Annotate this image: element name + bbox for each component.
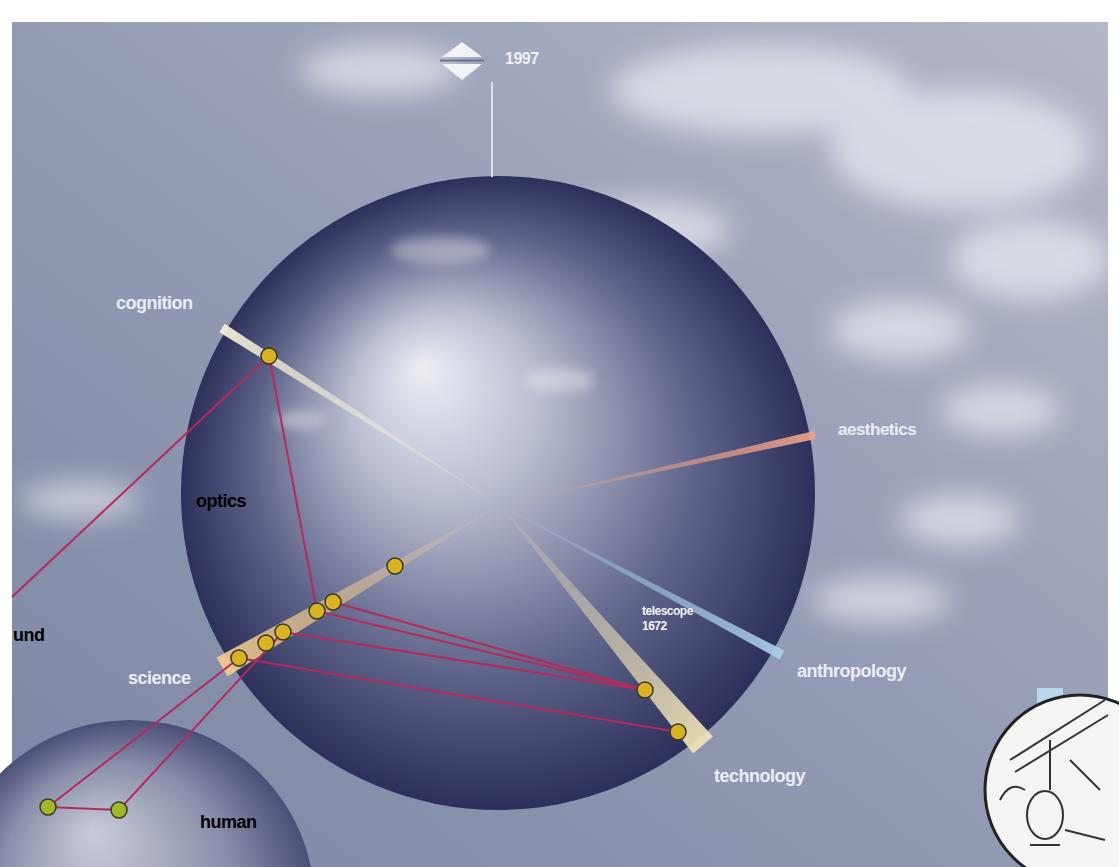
axis-label: science xyxy=(128,669,191,689)
category-label: optics xyxy=(196,492,246,512)
axis-beam xyxy=(219,324,500,505)
year-pointer-line xyxy=(491,82,493,177)
connection-lines xyxy=(12,356,678,810)
axis-label: aesthetics xyxy=(838,421,916,440)
axis-beam xyxy=(500,431,816,505)
axis-beam xyxy=(500,505,784,659)
event-label: telescope 1672 xyxy=(642,604,704,634)
telescope-thumbnail xyxy=(985,695,1119,867)
axis-label: anthropology xyxy=(797,662,906,682)
data-dots xyxy=(40,348,686,818)
axis-beams xyxy=(216,324,815,754)
year-stepper-icon xyxy=(440,42,484,80)
axis-label: technology xyxy=(714,767,805,787)
axis-beam xyxy=(216,505,500,677)
category-label: human xyxy=(200,813,257,833)
main-sphere xyxy=(181,176,815,810)
second-sphere xyxy=(0,720,315,867)
sphere-reflection xyxy=(275,236,595,430)
axis-beam xyxy=(500,505,713,753)
axis-label: cognition xyxy=(116,294,192,314)
category-label: und xyxy=(13,626,45,646)
year-label: 1997 xyxy=(505,50,539,68)
